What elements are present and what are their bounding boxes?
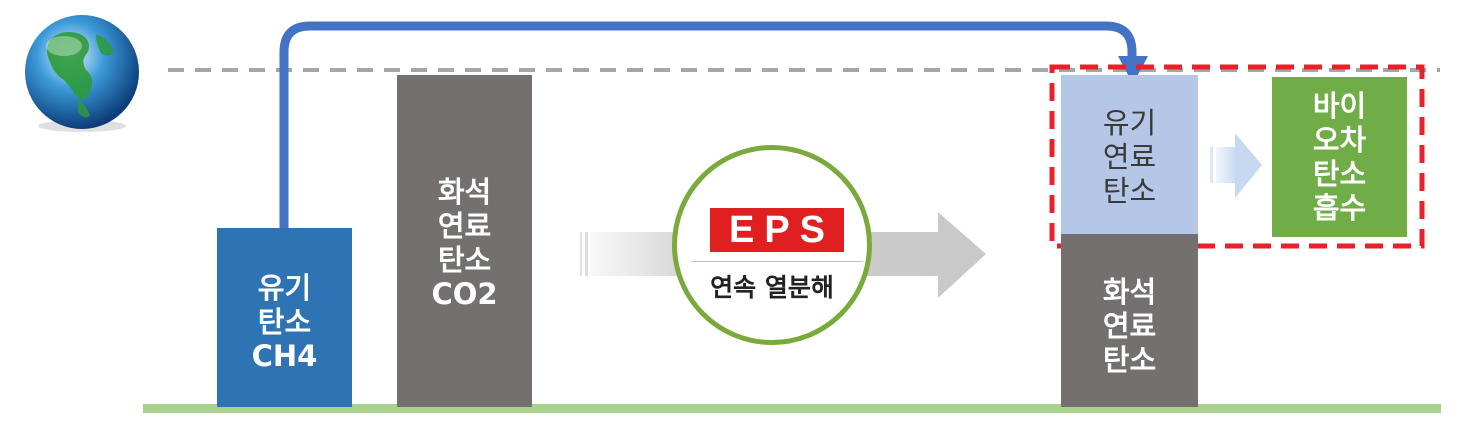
eps-divider: [691, 261, 863, 262]
bio-carbon-dashed-box: [1049, 64, 1425, 249]
biochar-carbon-absorb-block: 바이 오차 탄소 흡수: [1272, 77, 1407, 237]
globe-icon: [25, 15, 139, 132]
eps-caption: 연속 열분해: [710, 273, 834, 302]
fossil-fuel-carbon-block: 화석 연료 탄소: [1061, 234, 1198, 407]
organic-carbon-ch4-label: 유기 탄소 CH4: [251, 270, 318, 373]
ground-line: [143, 404, 1441, 413]
organic-carbon-ch4-block: 유기 탄소 CH4: [217, 228, 352, 407]
organic-fuel-carbon-block: 유기 연료 탄소: [1061, 75, 1198, 234]
absorb-flow-arrow: [1210, 133, 1262, 198]
eps-process-circle: EPS 연속 열분해: [672, 145, 872, 345]
methane-cycle-arrow: [279, 21, 1137, 228]
organic-fuel-carbon-label: 유기 연료 탄소: [1102, 105, 1157, 208]
methane-cycle-arrowhead: [1118, 56, 1148, 84]
biochar-carbon-absorb-label: 바이 오차 탄소 흡수: [1312, 89, 1367, 225]
fossil-carbon-co2-block: 화석 연료 탄소 CO2: [397, 75, 532, 407]
fossil-carbon-co2-label: 화석 연료 탄소 CO2: [431, 175, 498, 311]
fossil-fuel-carbon-label: 화석 연료 탄소: [1102, 274, 1157, 377]
eps-label: EPS: [710, 208, 844, 252]
